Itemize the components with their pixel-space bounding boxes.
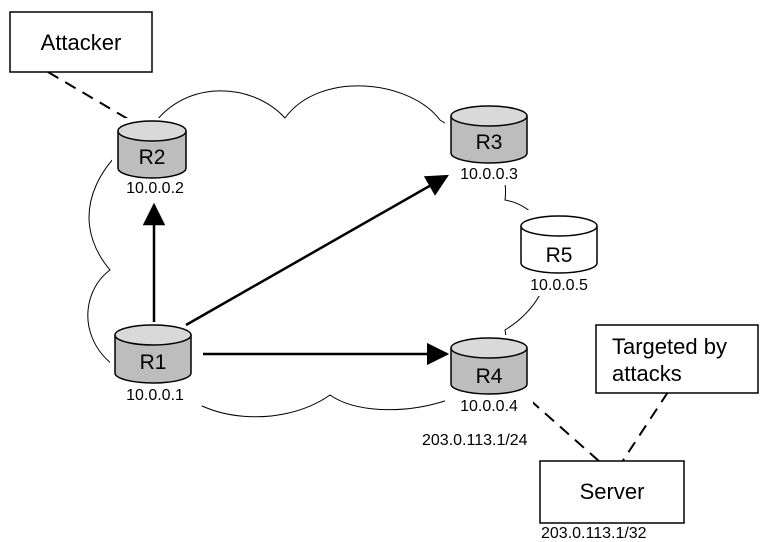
server-label: Server: [580, 479, 645, 504]
router-r2-ip: 10.0.0.2: [126, 180, 184, 197]
target-note: Targeted by attacks: [595, 324, 759, 394]
router-r1: R1 10.0.0.1: [110, 320, 202, 406]
router-r5-ip: 10.0.0.5: [530, 277, 588, 294]
r4-server-link: [529, 399, 601, 463]
target-note-link: [621, 391, 669, 463]
router-r2: R2 10.0.0.2: [112, 118, 198, 200]
router-r4-name: R4: [476, 365, 503, 388]
target-note-line1: Targeted by: [612, 334, 727, 359]
server-box: Server: [539, 460, 685, 524]
target-note-line2: attacks: [612, 361, 682, 386]
router-r1-name: R1: [140, 351, 167, 374]
router-r3: R3 10.0.0.3: [445, 103, 533, 185]
server-ip-label: 203.0.113.1/32: [541, 525, 647, 542]
router-r3-name: R3: [476, 131, 503, 154]
router-r4: R4 10.0.0.4: [445, 335, 533, 415]
router-r5: R5 10.0.0.5: [514, 210, 604, 296]
router-r4-ip: 10.0.0.4: [460, 398, 518, 415]
attacker-label: Attacker: [41, 30, 122, 55]
arrow-r1-r3: [185, 174, 449, 327]
link-ip-label: 203.0.113.1/24: [422, 432, 528, 449]
router-r2-name: R2: [139, 146, 166, 169]
router-r5-name: R5: [546, 244, 573, 267]
router-r3-ip: 10.0.0.3: [460, 166, 518, 183]
router-r1-ip: 10.0.0.1: [126, 387, 184, 404]
attacker-box: Attacker: [9, 11, 153, 73]
